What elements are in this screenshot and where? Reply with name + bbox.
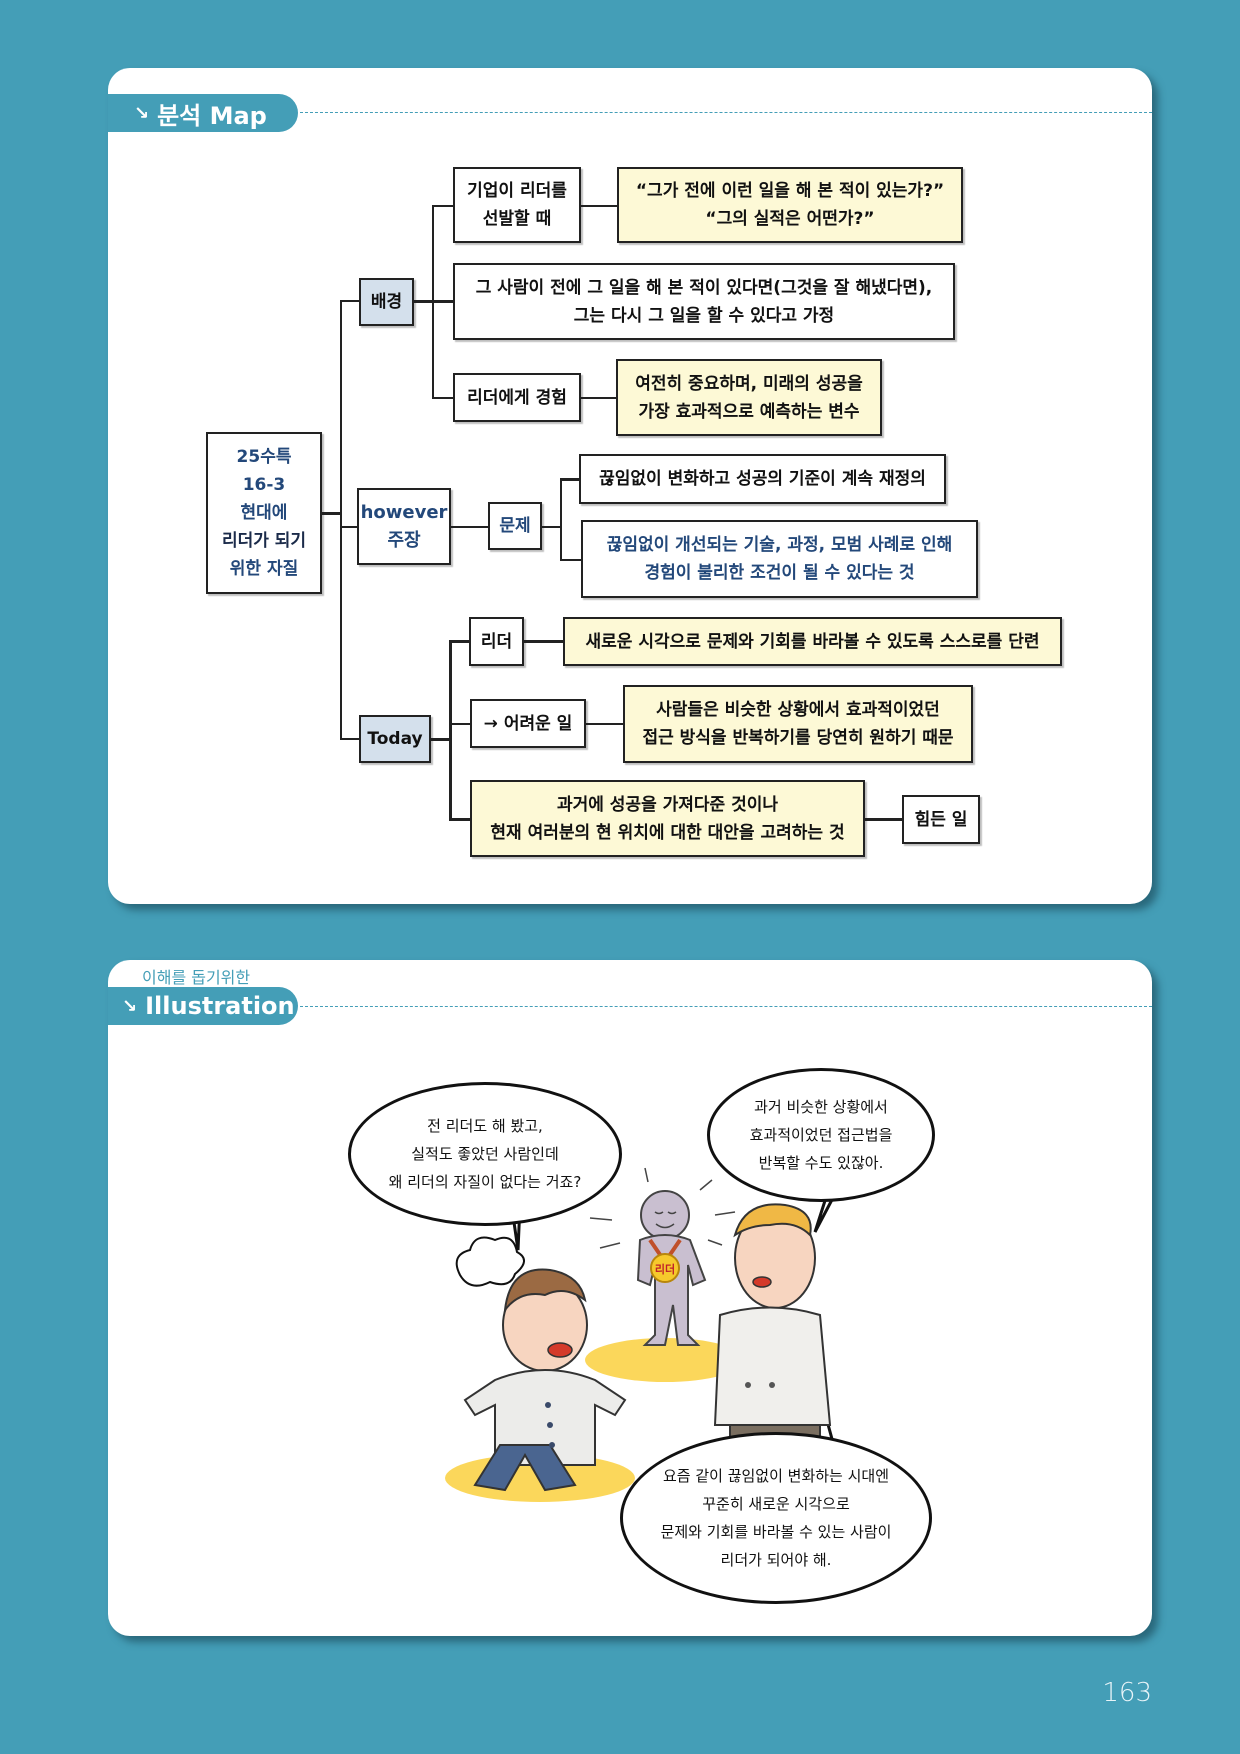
connector (414, 300, 454, 303)
illustration-subtitle: 이해를 돕기위한 (142, 968, 251, 987)
connector (340, 300, 360, 302)
header-divider (300, 1006, 1152, 1007)
blond-chef-figure (713, 1203, 832, 1456)
svg-text:리더: 리더 (655, 1262, 675, 1276)
connector (449, 640, 469, 643)
connector (340, 738, 360, 740)
connector (865, 818, 903, 821)
section-title: Illustration (145, 992, 295, 1020)
connector (432, 205, 454, 207)
section-title: 분석 Map (157, 101, 267, 130)
branch-today: Today (359, 715, 431, 763)
background-item-detail: 여전히 중요하며, 미래의 성공을 가장 효과적으로 예측하는 변수 (616, 359, 882, 436)
today-item-detail: 사람들은 비슷한 상황에서 효과적이었던 접근 방식을 반복하기를 당연히 원하… (623, 685, 973, 763)
branch-background: 배경 (359, 278, 414, 326)
problem-detail: 끊임없이 변화하고 성공의 기준이 계속 재정의 (579, 454, 946, 504)
connector (340, 300, 342, 739)
speech-bubble-angry-chef: 전 리더도 해 봤고, 실적도 좋았던 사람인데 왜 리더의 자질이 없다는 거… (348, 1082, 622, 1226)
connector (451, 526, 489, 528)
today-item-label: → 어려운 일 (470, 699, 586, 748)
arrow-down-right-icon: ↘ (122, 995, 138, 1017)
page-number: 163 (1102, 1678, 1152, 1708)
speech-bubble-blond-chef-2: 요즘 같이 끊임없이 변화하는 시대엔 꾸준히 새로운 시각으로 문제와 기회를… (620, 1432, 932, 1604)
connector (560, 478, 562, 560)
today-item-result: 힘든 일 (902, 795, 980, 844)
connector (340, 526, 358, 528)
root-node: 25수특 16-3 현대에 리더가 되기 위한 자질 (206, 432, 322, 594)
header-divider (300, 112, 1152, 113)
leader-figure: 리더 (589, 1167, 736, 1346)
connector (431, 738, 451, 741)
arrow-down-right-icon: ↘ (134, 102, 150, 124)
connector (560, 559, 582, 561)
illustration-header: ↘ Illustration (108, 987, 298, 1025)
connector (322, 512, 342, 515)
today-item-label: 리더 (469, 617, 524, 666)
background-item-label: 리더에게 경험 (453, 373, 581, 422)
speech-bubble-blond-chef-1: 과거 비슷한 상황에서 효과적이었던 접근법을 반복할 수도 있잖아. (707, 1068, 935, 1202)
problem-detail: 끊임없이 개선되는 기술, 과정, 모범 사례로 인해 경험이 불리한 조건이 … (581, 520, 978, 598)
background-item-detail: 그 사람이 전에 그 일을 해 본 적이 있다면(그것을 잘 해냈다면), 그는… (453, 263, 955, 340)
connector (560, 478, 580, 481)
connector (432, 205, 434, 398)
today-item-detail: 새로운 시각으로 문제와 기회를 바라볼 수 있도록 스스로를 단련 (563, 617, 1062, 666)
connector (542, 526, 562, 528)
connector (449, 818, 471, 821)
connector (449, 640, 452, 820)
analysis-map-header: ↘ 분석 Map (108, 94, 298, 132)
connector (449, 723, 471, 725)
angry-chef-figure (463, 1268, 627, 1492)
connector (586, 723, 624, 725)
today-item-detail: 과거에 성공을 가져다준 것이나 현재 여러분의 현 위치에 대한 대안을 고려… (470, 780, 865, 857)
background-item-detail: “그가 전에 이런 일을 해 본 적이 있는가?” “그의 실적은 어떤가?” (617, 167, 963, 243)
connector (524, 640, 564, 643)
problem-node: 문제 (488, 502, 542, 550)
connector (581, 205, 618, 207)
background-item-label: 기업이 리더를 선발할 때 (453, 167, 581, 243)
connector (432, 397, 454, 399)
branch-however: however 주장 (357, 488, 451, 565)
connector (581, 397, 617, 399)
